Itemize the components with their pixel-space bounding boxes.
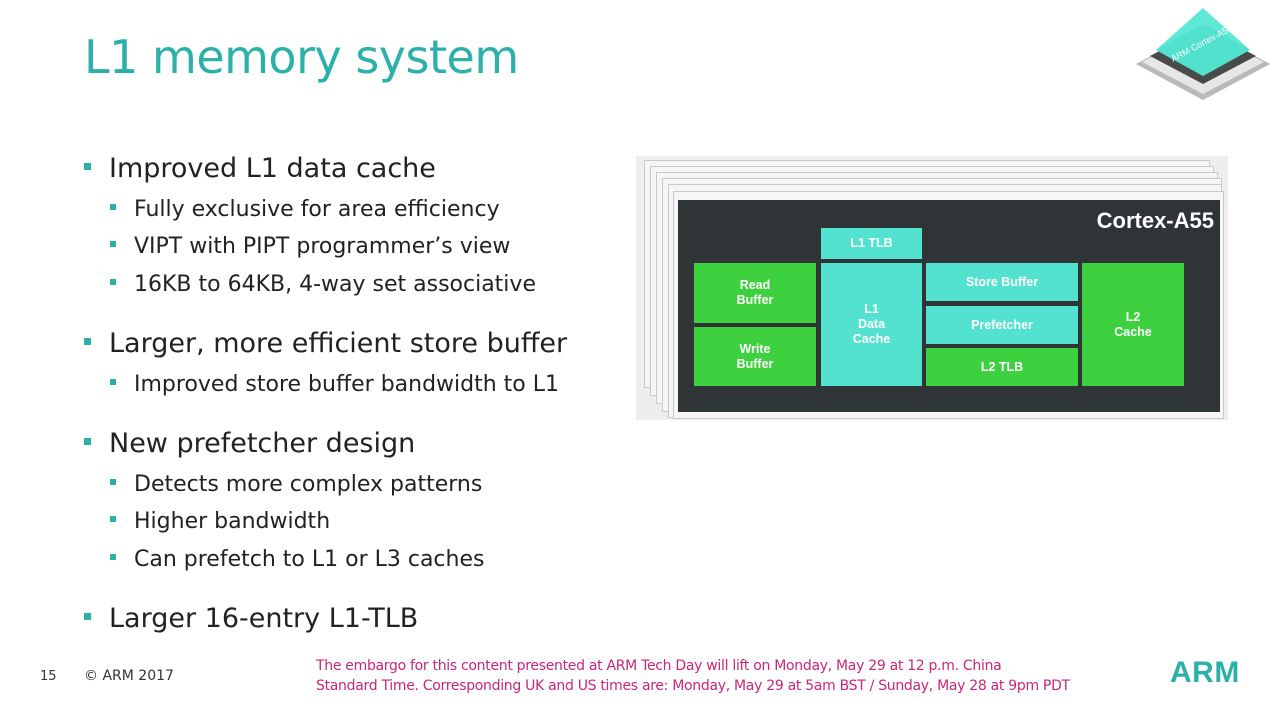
sub-bullet-text: Fully exclusive for area efficiency xyxy=(134,197,500,222)
bullet-marker xyxy=(110,554,116,560)
bullet-marker xyxy=(110,279,116,285)
bullet-marker xyxy=(110,204,116,210)
core-label: Cortex-A55 xyxy=(1096,208,1214,233)
bullet-text: Larger, more efficient store buffer xyxy=(109,328,568,359)
bullet-text: Improved L1 data cache xyxy=(109,153,436,184)
embargo-notice: The embargo for this content presented a… xyxy=(316,656,1076,696)
cortex-a55-block-diagram: Cortex-A55 L1 TLB Read Buffer Write Buff… xyxy=(636,156,1228,420)
sub-bullet-text: 16KB to 64KB, 4-way set associative xyxy=(134,272,536,297)
bullet-marker xyxy=(110,516,116,522)
bullet-marker xyxy=(110,241,116,247)
sub-bullet-item: Fully exclusive for area efficiency xyxy=(110,197,500,222)
bullet-text: New prefetcher design xyxy=(109,428,416,459)
sub-bullet-item: Improved store buffer bandwidth to L1 xyxy=(110,372,559,397)
bullet-marker xyxy=(110,479,116,485)
bullet-marker xyxy=(84,613,91,620)
bullet-item: Larger 16-entry L1-TLB xyxy=(84,603,418,634)
cortex-core: Cortex-A55 L1 TLB Read Buffer Write Buff… xyxy=(678,200,1220,412)
sub-bullet-text: VIPT with PIPT programmer’s view xyxy=(134,234,511,259)
page-number: 15 xyxy=(40,669,57,684)
arm-logo: ARM xyxy=(1170,656,1240,689)
bullet-marker xyxy=(84,438,91,445)
bullet-text: Larger 16-entry L1-TLB xyxy=(109,603,419,634)
sub-bullet-item: Can prefetch to L1 or L3 caches xyxy=(110,547,484,572)
bullet-item: Improved L1 data cache xyxy=(84,153,436,184)
embargo-line: Standard Time. Corresponding UK and US t… xyxy=(316,678,1070,694)
sub-bullet-text: Higher bandwidth xyxy=(134,509,331,534)
store-buffer-block: Store Buffer xyxy=(926,263,1078,301)
sub-bullet-item: Higher bandwidth xyxy=(110,509,330,534)
bullet-marker xyxy=(110,379,116,385)
sub-bullet-item: 16KB to 64KB, 4-way set associative xyxy=(110,272,536,297)
read-buffer-block: Read Buffer xyxy=(694,263,816,323)
bullet-marker xyxy=(84,163,91,170)
bullet-item: New prefetcher design xyxy=(84,428,415,459)
copyright: © ARM 2017 xyxy=(84,668,174,684)
write-buffer-block: Write Buffer xyxy=(694,327,816,386)
sub-bullet-item: VIPT with PIPT programmer’s view xyxy=(110,234,510,259)
slide-title: L1 memory system xyxy=(84,30,519,84)
l2-cache-block: L2 Cache xyxy=(1082,263,1184,386)
l2-tlb-block: L2 TLB xyxy=(926,348,1078,386)
bullet-item: Larger, more efficient store buffer xyxy=(84,328,567,359)
embargo-line: The embargo for this content presented a… xyxy=(316,658,1002,674)
sub-bullet-text: Improved store buffer bandwidth to L1 xyxy=(134,372,560,397)
sub-bullet-text: Can prefetch to L1 or L3 caches xyxy=(134,547,485,572)
l1-tlb-block: L1 TLB xyxy=(821,228,922,259)
sub-bullet-text: Detects more complex patterns xyxy=(134,472,483,497)
bullet-marker xyxy=(84,338,91,345)
l1-data-cache-block: L1 Data Cache xyxy=(821,263,922,386)
sub-bullet-item: Detects more complex patterns xyxy=(110,472,482,497)
prefetcher-block: Prefetcher xyxy=(926,306,1078,344)
cortex-chip-icon: ARM Cortex-A55 xyxy=(1136,8,1270,100)
